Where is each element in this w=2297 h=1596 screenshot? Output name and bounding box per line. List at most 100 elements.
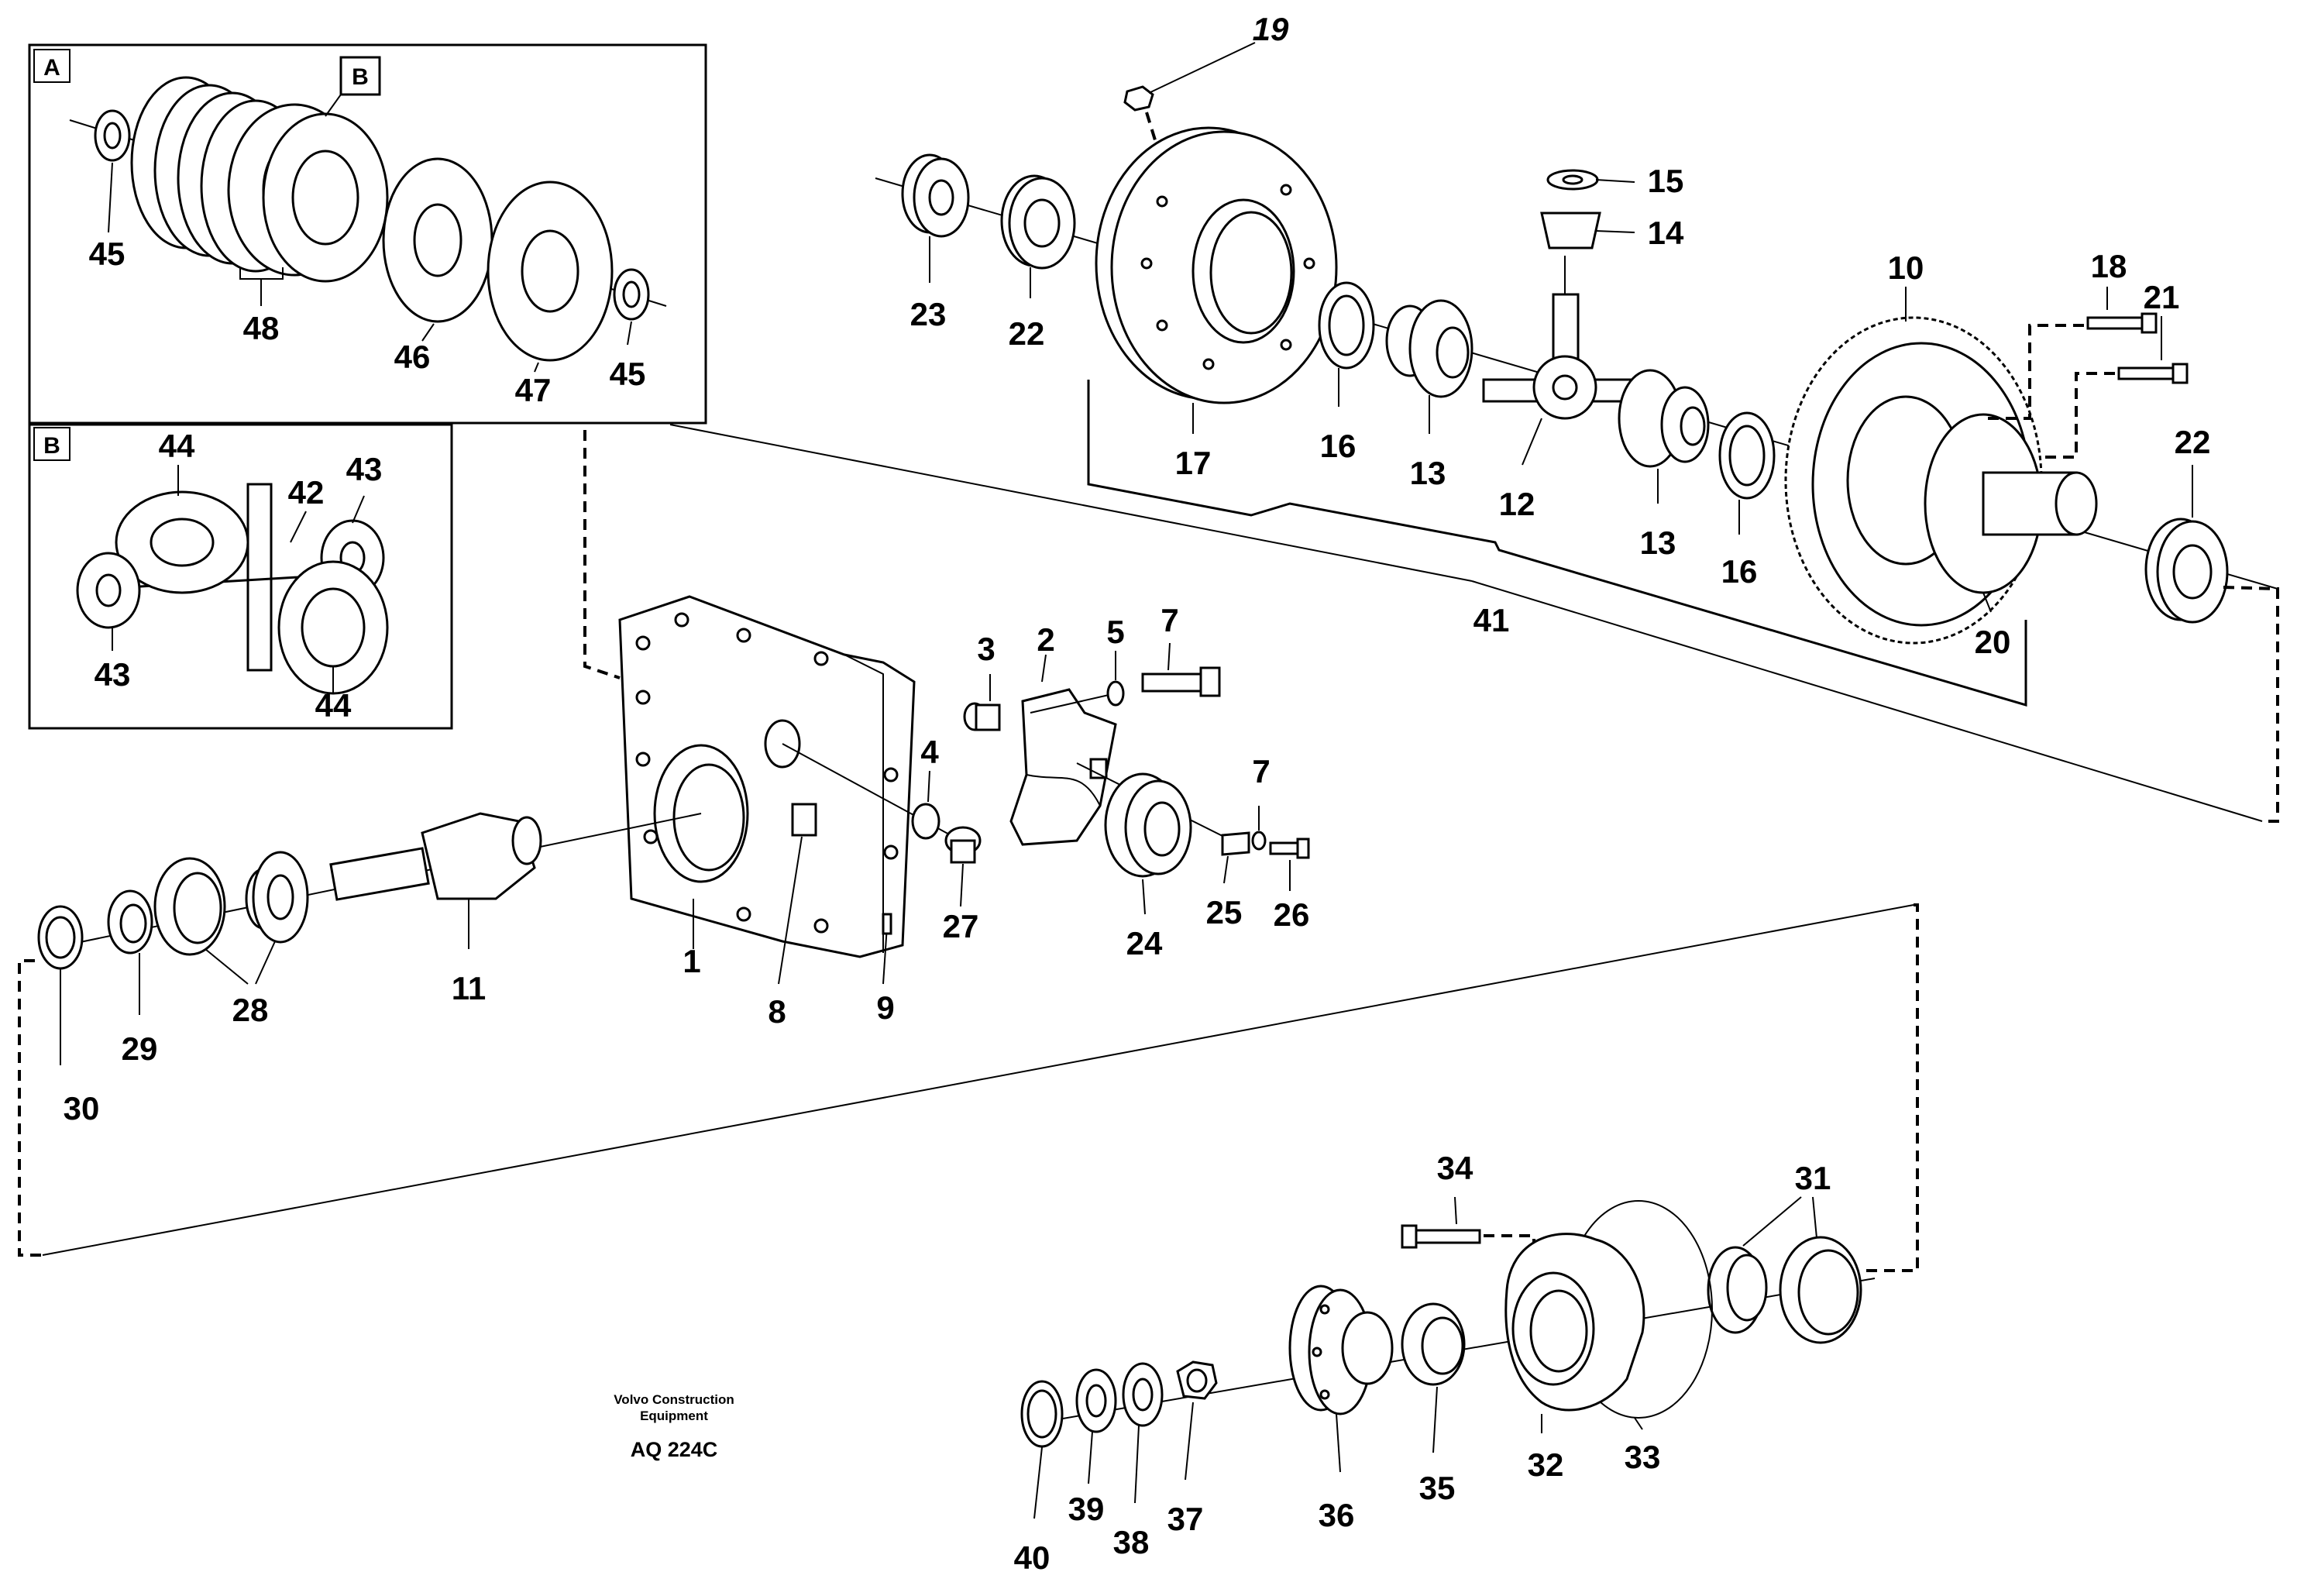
drawing-caption: Volvo Construction Equipment AQ 224C [614,1392,734,1461]
thrust-washer-icon [1318,281,1375,370]
part-label: 3 [977,631,995,667]
part-label: 24 [1126,925,1163,961]
bearing-housing-icon [1504,1233,1645,1412]
steel-plate-icon [487,181,614,362]
part-label: 39 [1068,1491,1105,1527]
part-label: 47 [515,372,552,408]
part-label: 40 [1014,1539,1050,1576]
spider-gear-set-icon [76,483,389,695]
part-label: 13 [1410,455,1446,491]
part-label: 37 [1167,1501,1204,1537]
part-label: 12 [1499,486,1535,522]
part-label: 33 [1625,1439,1661,1475]
part-label: 7 [1252,753,1270,789]
plug-icon [944,826,982,864]
tab-washer-icon [1075,1368,1117,1433]
washer-icon [613,268,650,321]
side-gear-icon [1385,299,1473,398]
inset-b-tag: B [43,433,60,459]
inset-b-tag-box [33,427,70,461]
part-label: 23 [910,296,947,332]
lock-screw-icon [1269,838,1310,859]
part-label: 27 [943,908,979,944]
connector-line [1859,903,1919,1272]
part-label: 34 [1437,1150,1473,1186]
part-label: 16 [1721,553,1758,590]
part-label: 45 [610,356,646,392]
connector-line [18,959,43,1257]
inset-a-connector [669,424,1473,582]
o-ring-icon [911,803,940,840]
bolt-icon [1401,1224,1481,1249]
inset-a-callout-box [339,56,381,96]
washer-icon [94,109,131,162]
inset-a-callout-tag: B [352,64,369,90]
breather-icon [882,913,892,935]
part-label: 46 [394,339,431,375]
part-label: 20 [1975,624,2011,660]
pinion-gear-icon [901,153,970,238]
part-label: 44 [159,428,195,464]
friction-disc-icon [382,157,493,323]
part-label: 36 [1319,1497,1355,1533]
cap-screw-icon [1141,666,1221,697]
bolt-icon [2086,312,2158,334]
differential-assembly: 19 23 22 [875,11,2279,823]
part-label: 43 [346,451,383,487]
lock-washer-icon [1122,1362,1164,1427]
part-label: 22 [2175,424,2211,460]
part-label: 14 [1648,215,1684,251]
part-label: 18 [2091,248,2127,284]
drawing-code: AQ 224C [631,1438,718,1461]
part-label: 43 [95,656,131,693]
bearing-cap-icon [1009,688,1117,846]
part-label: 48 [243,310,280,346]
snap-ring-icon [1020,1380,1064,1448]
part-label: 1 [683,943,700,979]
companion-flange-icon [1288,1285,1394,1415]
part-label: 15 [1648,163,1684,199]
bearing-cup-icon [1779,1236,1862,1344]
nut-icon [1123,85,1154,112]
part-label: 26 [1274,896,1310,933]
part-label: 32 [1528,1446,1564,1483]
part-label: 44 [315,687,352,724]
part-label: 17 [1175,445,1212,481]
oil-seal-icon [1401,1302,1466,1386]
differential-housing-icon [1095,126,1338,404]
side-gear-icon [1618,369,1710,468]
part-label: 28 [232,992,269,1028]
part-label: 13 [1640,525,1676,561]
thrust-washer-icon [1718,411,1776,500]
part-label: 11 [452,970,486,1006]
part-label: 42 [288,474,325,511]
part-label: 16 [1320,428,1357,464]
connector-line [42,904,1914,1256]
adjusting-ring-icon [1104,772,1192,878]
assembly-bracket [1087,380,2027,707]
housing-cover-assembly: 1 8 9 4 27 3 2 [37,595,1310,1126]
spacer-icon [107,889,153,955]
inset-a-tag: A [43,55,60,81]
inset-a-tag-box [33,49,70,83]
bearing-icon [2144,518,2229,624]
part-label: 19 [1253,11,1289,47]
part-label: 4 [920,734,939,770]
part-label: 45 [89,236,126,272]
part-label: 10 [1888,249,1924,286]
part-label: 7 [1161,602,1178,638]
inset-b-frame [28,423,453,730]
part-label: 8 [768,993,786,1030]
inset-a: A B [28,43,707,425]
part-label: 25 [1206,894,1243,930]
part-label: 9 [876,989,894,1026]
clutch-pack-icon [130,76,389,283]
part-label: 38 [1113,1524,1150,1560]
differential-case-icon [1924,413,2098,594]
inset-a-frame [28,43,707,425]
inset-a-connector [583,430,621,679]
bearing-icon [1000,174,1076,270]
bolt-icon [2117,363,2189,384]
output-flange-assembly: 34 31 33 32 35 [1014,1150,1876,1576]
